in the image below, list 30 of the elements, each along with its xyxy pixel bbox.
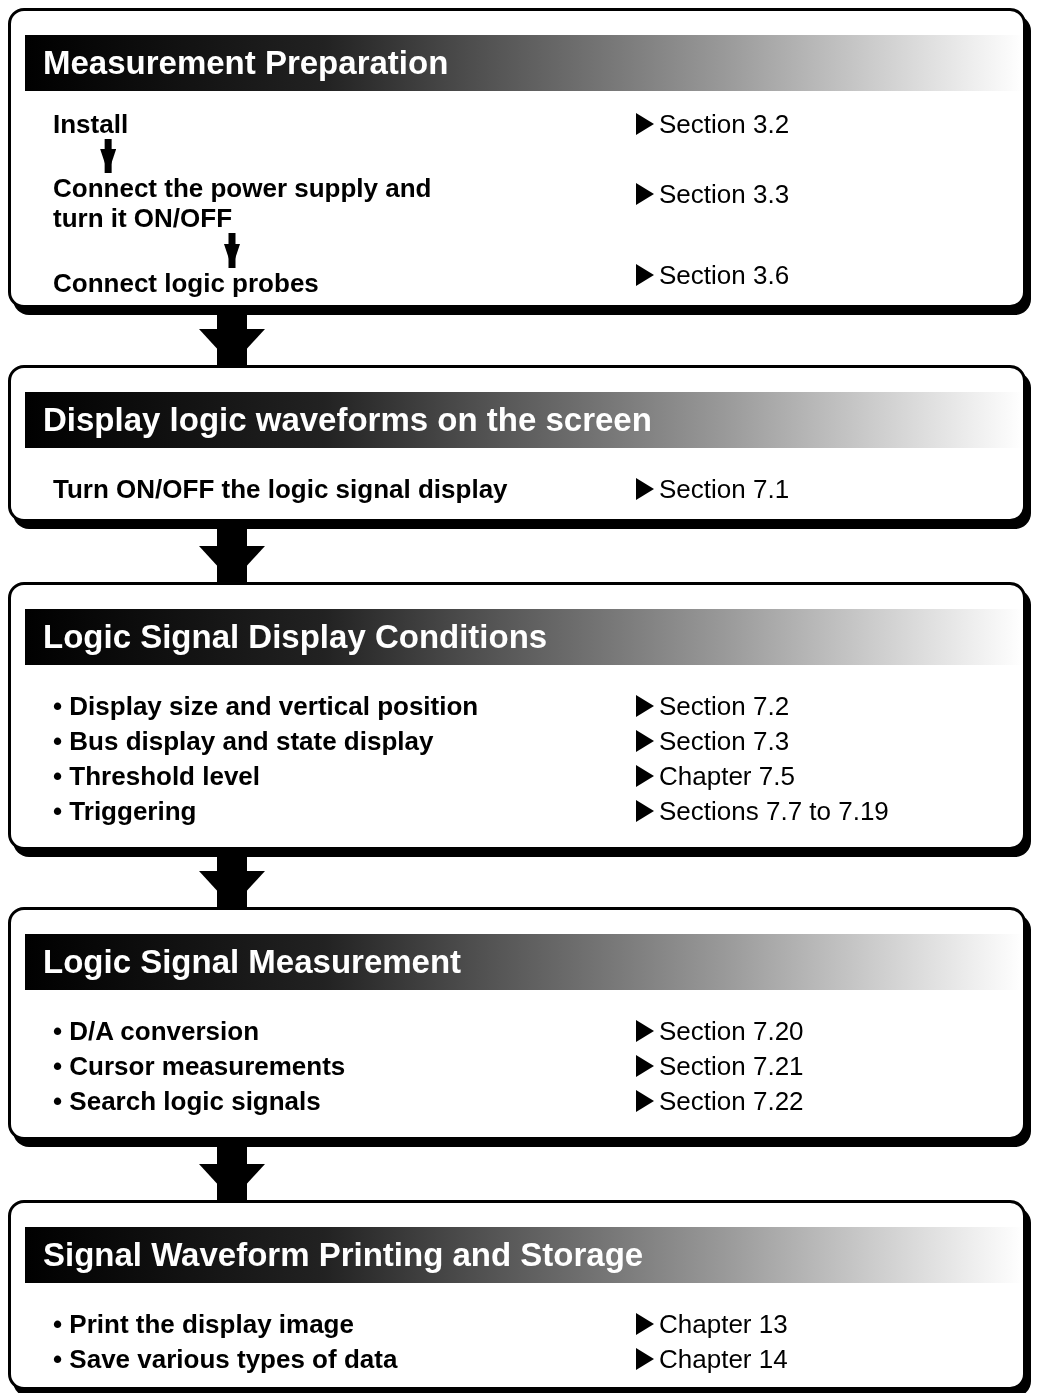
arrow	[199, 526, 265, 582]
step-text: • D/A conversion	[53, 1016, 260, 1046]
reference-text: Section 7.1	[659, 474, 790, 504]
step-text: • Search logic signals	[53, 1086, 321, 1116]
reference-text: Section 3.6	[659, 260, 790, 290]
reference-text: Section 7.20	[659, 1016, 804, 1046]
step-text: • Display size and vertical position	[53, 691, 479, 721]
reference-text: Section 3.3	[659, 179, 790, 209]
step-text: • Save various types of data	[53, 1344, 398, 1374]
step-text: Install	[53, 109, 129, 139]
step-text: Connect the power supply and turn it ON/OFF	[53, 173, 433, 233]
step-text: • Cursor measurements	[53, 1051, 346, 1081]
reference-text: Section 7.3	[659, 726, 790, 756]
step-text: • Bus display and state display	[53, 726, 434, 756]
step-text: Connect logic probes	[53, 268, 319, 298]
step-text: Turn ON/OFF the logic signal display	[53, 474, 508, 504]
step-text: • Print the display image	[53, 1309, 354, 1339]
step-text: • Triggering	[53, 796, 197, 826]
reference-text: Sections 7.7 to 7.19	[659, 796, 889, 826]
reference-text: Section 7.21	[659, 1051, 804, 1081]
reference-text: Chapter 13	[659, 1309, 788, 1339]
reference-text: Section 3.2	[659, 109, 790, 139]
reference-text: Section 7.2	[659, 691, 790, 721]
reference-text: Chapter 14	[659, 1344, 788, 1374]
arrow	[199, 312, 265, 365]
step-text: • Threshold level	[53, 761, 261, 791]
arrow	[199, 1144, 265, 1200]
arrow	[199, 854, 265, 907]
reference-text: Section 7.22	[659, 1086, 804, 1116]
reference-text: Chapter 7.5	[659, 761, 795, 791]
